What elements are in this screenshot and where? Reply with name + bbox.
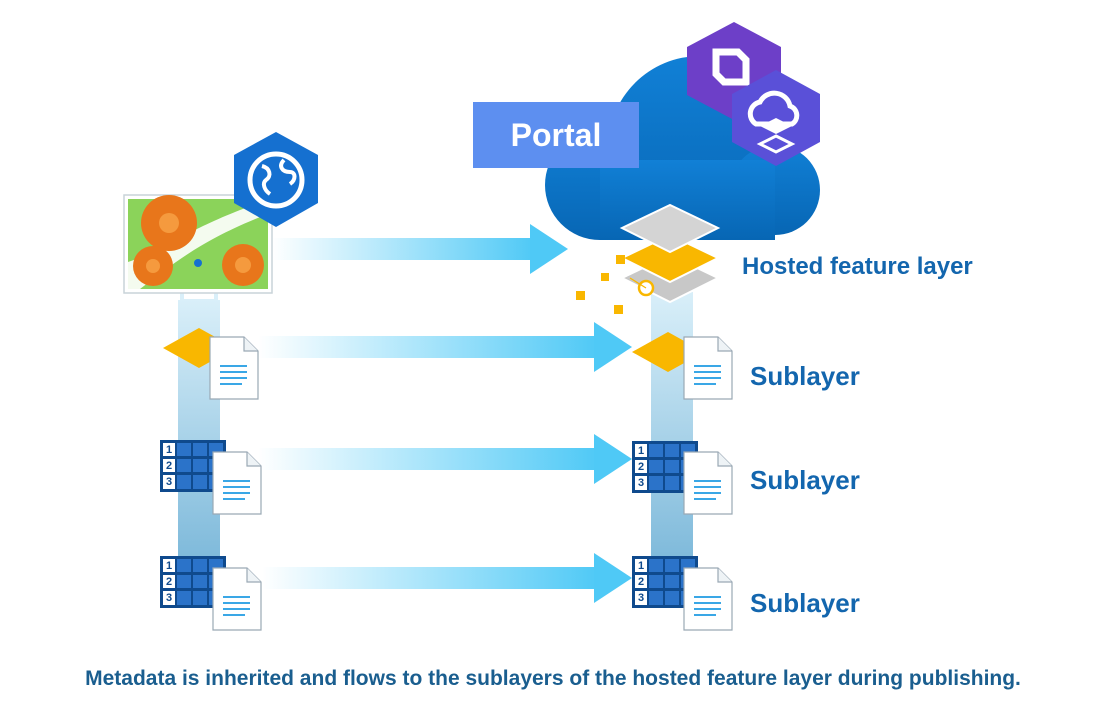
sublayer-label: Sublayer	[750, 361, 860, 391]
table-row-number: 3	[638, 477, 644, 489]
table-row-number: 2	[166, 460, 172, 472]
layer-stack-icon	[576, 203, 721, 314]
diagram-caption: Metadata is inherited and flows to the s…	[85, 667, 1021, 690]
globe-app-icon	[234, 132, 318, 227]
table-row-number: 2	[638, 461, 644, 473]
metadata-document-icon	[212, 451, 262, 515]
table-row-number: 1	[638, 445, 644, 457]
hosted-feature-layer-label: Hosted feature layer	[742, 253, 973, 280]
sublayer-label: Sublayer	[750, 588, 860, 618]
sublayer-label: Sublayer	[750, 465, 860, 495]
table-row-number: 3	[166, 476, 172, 488]
table-row-number: 2	[166, 576, 172, 588]
table-row-number: 3	[638, 592, 644, 604]
metadata-document-icon	[683, 451, 733, 515]
metadata-document-icon	[683, 567, 733, 631]
portal-label: Portal	[473, 102, 639, 168]
table-row-number: 1	[638, 560, 644, 572]
arrow-icon	[272, 224, 568, 274]
table-row-number: 2	[638, 576, 644, 588]
web-map-icon	[123, 194, 273, 301]
arrow-icon	[258, 434, 632, 484]
arrow-icon	[258, 322, 632, 372]
cloud-layer-app-icon	[732, 70, 820, 166]
table-row-number: 3	[166, 592, 172, 604]
table-row-number: 1	[166, 444, 172, 456]
table-row-number: 1	[166, 560, 172, 572]
metadata-document-icon	[683, 336, 733, 400]
arrow-icon	[262, 553, 632, 603]
metadata-document-icon	[212, 567, 262, 631]
metadata-document-icon	[209, 336, 259, 400]
